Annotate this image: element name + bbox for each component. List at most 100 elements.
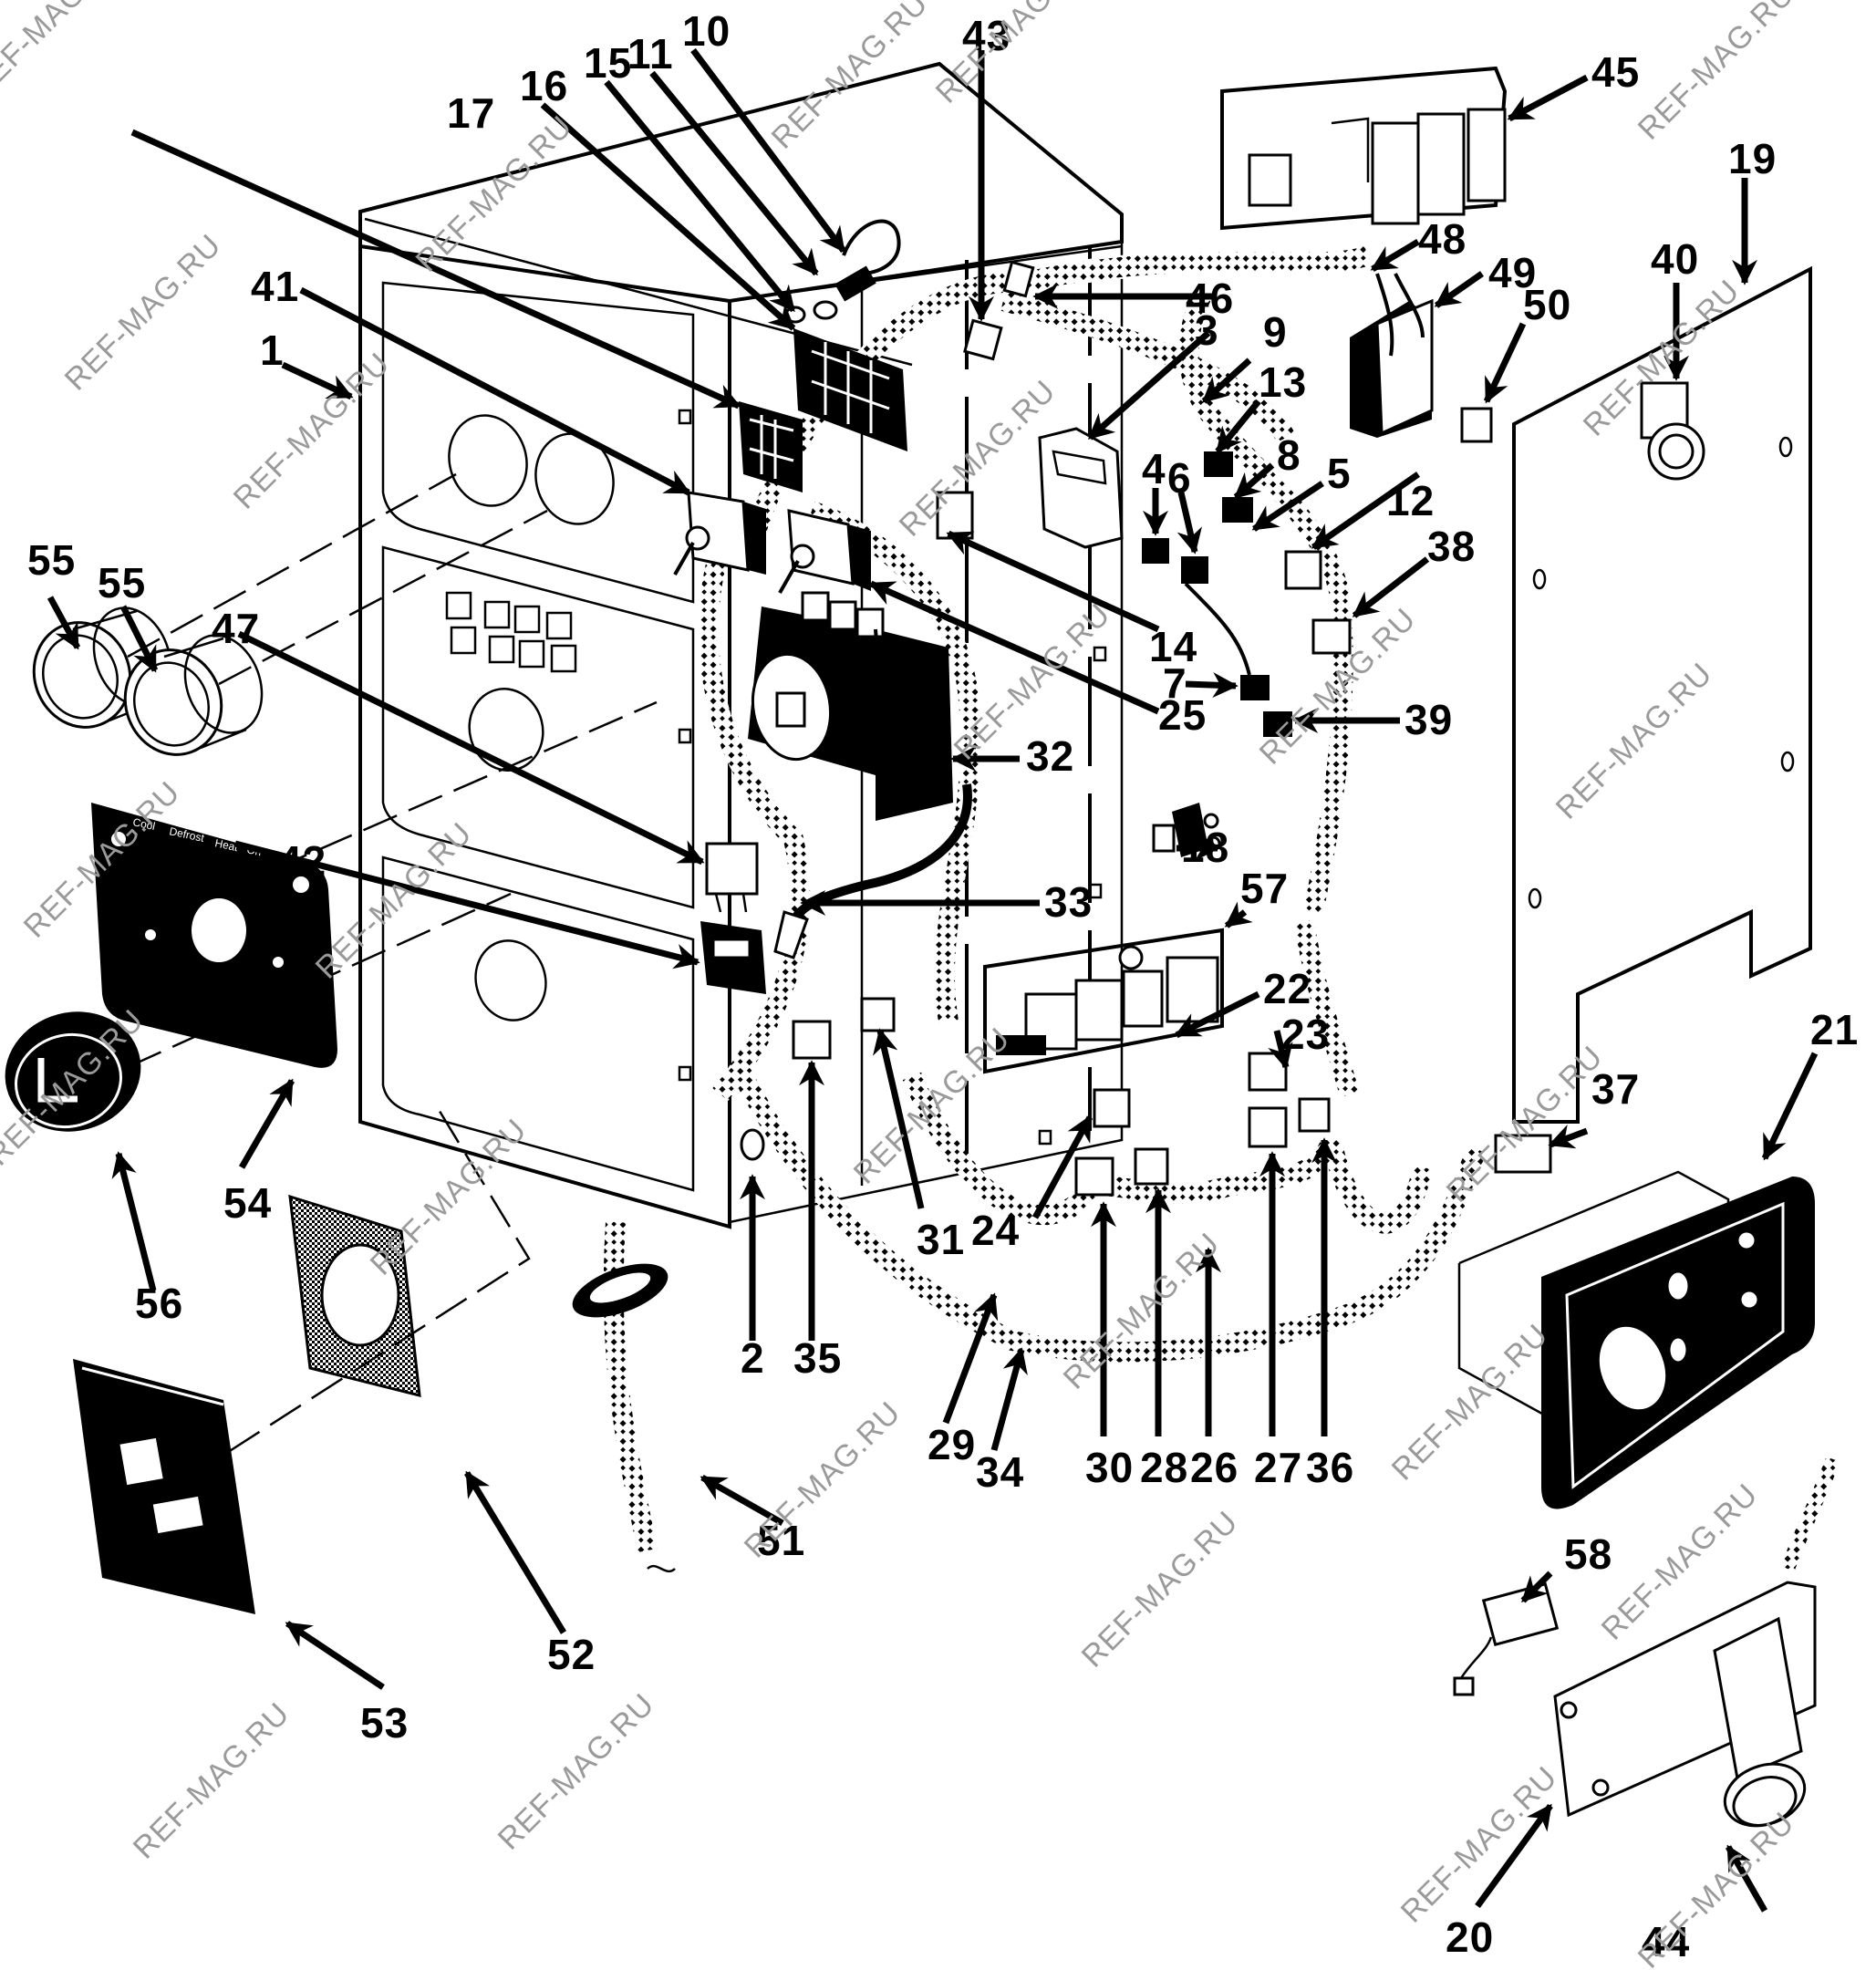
connector-35 [792, 1020, 832, 1060]
watermark: REF-MAG.RU [1440, 1039, 1610, 1208]
callout-5: 5 [1327, 450, 1352, 497]
callout-26: 26 [1190, 1444, 1239, 1491]
cover-panel-19 [1512, 265, 1812, 1124]
connector-4 [1142, 538, 1169, 564]
callout-1: 1 [260, 327, 285, 374]
connector-38 [1311, 618, 1352, 655]
relay-47 [705, 842, 759, 913]
callout-14: 14 [1149, 623, 1197, 670]
connector-6 [1181, 556, 1208, 584]
callout-57: 57 [1240, 865, 1289, 912]
defrost-timer-32 [748, 591, 953, 821]
callout-37: 37 [1591, 1065, 1640, 1113]
callout-38: 38 [1427, 523, 1476, 570]
callout-53: 53 [360, 1699, 409, 1747]
callout-27: 27 [1254, 1444, 1302, 1491]
connector-43 [963, 318, 1003, 361]
callout-17: 17 [447, 89, 495, 137]
callout-42: 42 [278, 837, 326, 885]
callout-15: 15 [584, 39, 632, 87]
callout-3: 3 [1195, 306, 1219, 354]
watermark: REF-MAG.RU [0, 0, 132, 106]
faceplate-label-heat: Heat [213, 836, 239, 854]
relay-board-57 [983, 928, 1224, 1074]
callout-32: 32 [1026, 732, 1074, 780]
watermark: REF-MAG.RU [1385, 1317, 1555, 1487]
callout-35: 35 [793, 1334, 842, 1382]
connector-46 [1002, 260, 1035, 298]
module-58 [1453, 1581, 1560, 1696]
callout-24: 24 [971, 1207, 1020, 1254]
callout-39: 39 [1404, 696, 1453, 743]
relay-socket-42 [700, 921, 766, 994]
grommet-2 [740, 1128, 765, 1161]
harness-break-mark [647, 1564, 676, 1573]
contactor-board-45 [1220, 66, 1508, 231]
watermark: REF-MAG.RU [1075, 1504, 1245, 1674]
callout-34: 34 [976, 1448, 1024, 1496]
panel-lamp-grid [445, 591, 577, 673]
selector-knob-56 [5, 1011, 141, 1132]
watermark: REF-MAG.RU [58, 227, 228, 397]
callout-43: 43 [962, 12, 1011, 59]
callout-11: 11 [627, 30, 674, 78]
power-plug-44 [1713, 1616, 1807, 1828]
thermostat-cover-53 [73, 1359, 255, 1614]
callout-30: 30 [1085, 1444, 1134, 1491]
connector-36 [1298, 1097, 1331, 1133]
callout-23: 23 [1281, 1011, 1330, 1058]
connector-24 [1093, 1088, 1131, 1128]
callout-22: 22 [1263, 965, 1311, 1012]
connector-7 [1240, 675, 1270, 700]
callout-16: 16 [520, 62, 568, 109]
callout-10: 10 [682, 7, 731, 55]
callout-49: 49 [1488, 249, 1537, 296]
callout-47: 47 [212, 605, 260, 652]
connector-13 [1204, 451, 1233, 477]
callout-12: 12 [1386, 477, 1435, 524]
toggle-switch-41 [673, 491, 766, 575]
fuse-holder [784, 219, 901, 324]
toggle-switch-25 [778, 509, 871, 594]
wiring-harness [603, 244, 1487, 1553]
connector-12 [1284, 550, 1322, 590]
callout-7: 7 [1163, 659, 1187, 707]
faceplate-label-cool: Cool [131, 815, 156, 833]
callout-2: 2 [741, 1334, 765, 1382]
watermark: REF-MAG.RU [893, 373, 1062, 543]
callout-56: 56 [135, 1280, 183, 1327]
callout-19: 19 [1728, 135, 1777, 182]
watermark: REF-MAG.RU [1632, 0, 1801, 147]
connector-37 [1494, 1134, 1552, 1174]
terminal-block-small [739, 401, 803, 493]
callout-25: 25 [1158, 691, 1207, 739]
callout-50: 50 [1523, 281, 1571, 328]
watermark: REF-MAG.RU [1057, 1226, 1227, 1395]
callout-36: 36 [1306, 1444, 1354, 1491]
thermostat-housing-3 [1038, 427, 1124, 549]
callout-52: 52 [547, 1631, 596, 1678]
callout-54: 54 [223, 1179, 272, 1227]
watermark: REF-MAG.RU [929, 0, 1099, 110]
connector-39 [1263, 711, 1292, 737]
callout-41: 41 [251, 263, 299, 310]
watermark: REF-MAG.RU [765, 0, 935, 156]
callout-45: 45 [1591, 48, 1640, 96]
callout-48: 48 [1418, 215, 1467, 263]
watermark: REF-MAG.RU [492, 1686, 661, 1856]
callout-55a: 55 [27, 536, 76, 584]
callout-55b: 55 [98, 559, 146, 607]
callout-51: 51 [757, 1517, 805, 1564]
watermark: REF-MAG.RU [127, 1695, 296, 1865]
leader-lines [47, 47, 1819, 1913]
callout-6: 6 [1167, 454, 1192, 502]
callout-20: 20 [1446, 1913, 1494, 1961]
watermark: REF-MAG.RU [364, 1112, 534, 1281]
watermark: REF-MAG.RU [847, 1021, 1017, 1190]
transformer-49 [1350, 273, 1434, 438]
connector-23 [1248, 1052, 1288, 1092]
harness-grommet-51 [572, 1263, 669, 1318]
callout-31: 31 [917, 1216, 965, 1263]
callout-21: 21 [1810, 1006, 1859, 1053]
